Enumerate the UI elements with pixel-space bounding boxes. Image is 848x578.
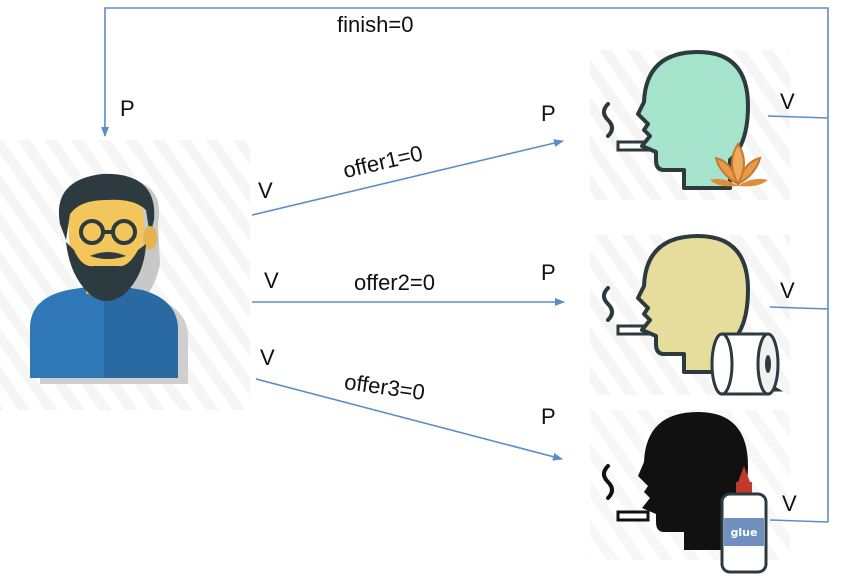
offer1-v-label: V [258,178,273,203]
offer3-arrow [255,378,563,461]
finish-label: finish=0 [337,12,414,37]
offer2-label: offer2=0 [354,270,435,295]
smoker-3-v-line [769,519,829,523]
offer3-v-label: V [260,345,275,370]
smoker-2-v-label: V [780,278,795,303]
finish-loop-line [101,7,829,522]
smoker-1-icon [602,50,768,190]
smoker-2-v-line [769,306,829,310]
smoker-2-icon [602,234,784,396]
smoker-3-p-label: P [541,404,556,429]
smoker-3-v-label: V [782,491,797,516]
offer2-v-label: V [264,268,279,293]
smoker-3-icon: glue [602,412,768,574]
offer1-arrow [251,139,564,216]
smoker-1-v-label: V [780,89,795,114]
glue-label: glue [731,526,758,539]
smoker-1-v-line [767,115,829,119]
agent-p-label: P [120,96,135,121]
smoker-2-p-label: P [541,260,556,285]
agent-icon [30,173,188,384]
smoker-1-p-label: P [541,101,556,126]
